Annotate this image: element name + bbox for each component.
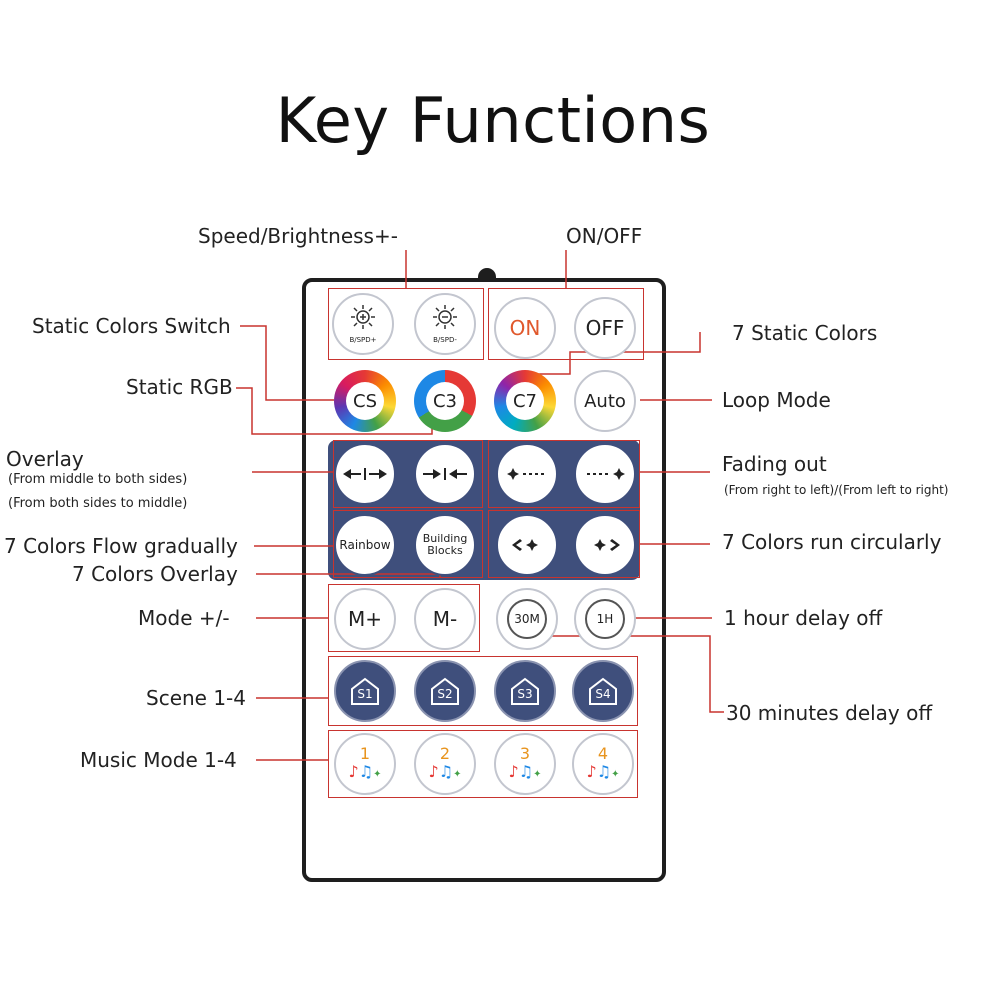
timer-30m-button[interactable]: 30M	[496, 588, 558, 650]
box-fading	[488, 440, 640, 508]
off-button[interactable]: OFF	[574, 297, 636, 359]
box-on-off	[488, 288, 644, 360]
box-speed-brightness	[328, 288, 484, 360]
arrows-outward-icon	[343, 468, 387, 480]
house-icon: S1	[350, 676, 380, 706]
brightness-speed-down-button[interactable]: B/SPD-	[414, 293, 476, 355]
box-scene	[328, 656, 638, 726]
timer-30m-label: 30M	[507, 599, 547, 639]
music-notes-icon: ♪♫✦	[428, 761, 462, 781]
label-fading-out-sub: (From right to left)/(From left to right…	[724, 483, 949, 497]
label-loop-mode: Loop Mode	[722, 388, 831, 412]
house-icon: S4	[588, 676, 618, 706]
music-notes-icon: ♪♫✦	[348, 761, 382, 781]
box-music	[328, 730, 638, 798]
scene-1-button[interactable]: S1	[334, 660, 396, 722]
label-music-mode: Music Mode 1-4	[80, 748, 237, 772]
brightness-speed-up-button[interactable]: B/SPD+	[332, 293, 394, 355]
music-notes-icon: ♪♫✦	[586, 761, 620, 781]
fade-left-icon	[507, 468, 544, 480]
music-2-button[interactable]: 2 ♪♫✦	[414, 733, 476, 795]
label-mode: Mode +/-	[138, 606, 230, 630]
scene-3-label: S3	[517, 687, 533, 701]
overlay-outward-button[interactable]	[334, 443, 396, 505]
rainbow-button[interactable]: Rainbow	[334, 514, 396, 576]
scene-2-label: S2	[437, 687, 453, 701]
label-on-off: ON/OFF	[566, 224, 643, 248]
music-2-label: 2	[439, 743, 451, 763]
label-run-circularly: 7 Colors run circularly	[722, 530, 942, 554]
box-circular	[488, 510, 640, 578]
label-colors-overlay: 7 Colors Overlay	[72, 562, 238, 586]
arrows-inward-icon	[423, 468, 467, 480]
c3-label: C3	[426, 382, 464, 420]
house-icon: S3	[510, 676, 540, 706]
mode-minus-button[interactable]: M-	[414, 588, 476, 650]
chevron-star-left-icon	[512, 539, 538, 551]
label-fading-out: Fading out	[722, 452, 827, 476]
label-speed-brightness: Speed/Brightness+-	[198, 224, 398, 248]
chevron-star-right-icon	[594, 539, 620, 551]
label-seven-static-colors: 7 Static Colors	[732, 321, 878, 345]
overlay-inward-button[interactable]	[414, 443, 476, 505]
music-3-button[interactable]: 3 ♪♫✦	[494, 733, 556, 795]
sun-plus-icon	[351, 305, 375, 329]
mode-plus-button[interactable]: M+	[334, 588, 396, 650]
music-4-button[interactable]: 4 ♪♫✦	[572, 733, 634, 795]
music-3-label: 3	[519, 743, 531, 763]
scene-1-label: S1	[357, 687, 373, 701]
box-overlay	[333, 440, 483, 508]
building-blocks-button[interactable]: Building Blocks	[414, 514, 476, 576]
cs-label: CS	[346, 382, 384, 420]
music-notes-icon: ♪♫✦	[508, 761, 542, 781]
label-overlay: Overlay	[6, 447, 84, 471]
music-1-button[interactable]: 1 ♪♫✦	[334, 733, 396, 795]
box-mode	[328, 584, 480, 652]
c7-label: C7	[506, 382, 544, 420]
box-flow	[333, 510, 483, 578]
label-static-rgb: Static RGB	[126, 375, 233, 399]
timer-1h-label: 1H	[585, 599, 625, 639]
music-1-label: 1	[359, 743, 371, 763]
bspd-minus-label: B/SPD-	[433, 336, 457, 344]
label-overlay-sub1: (From middle to both sides)	[8, 472, 188, 487]
music-4-label: 4	[597, 743, 609, 763]
page-title: Key Functions	[275, 84, 711, 157]
label-static-colors-switch: Static Colors Switch	[32, 314, 231, 338]
fade-right-icon	[587, 468, 625, 480]
timer-1h-button[interactable]: 1H	[574, 588, 636, 650]
run-circular-right-button[interactable]	[574, 514, 636, 576]
label-overlay-sub2: (From both sides to middle)	[8, 496, 188, 511]
cs-button[interactable]: CS	[334, 370, 396, 432]
scene-4-button[interactable]: S4	[572, 660, 634, 722]
bspd-plus-label: B/SPD+	[349, 336, 377, 344]
label-flow-gradually: 7 Colors Flow gradually	[4, 534, 238, 558]
auto-button[interactable]: Auto	[574, 370, 636, 432]
scene-3-button[interactable]: S3	[494, 660, 556, 722]
fade-right-to-left-button[interactable]	[496, 443, 558, 505]
fade-left-to-right-button[interactable]	[574, 443, 636, 505]
scene-2-button[interactable]: S2	[414, 660, 476, 722]
c7-button[interactable]: C7	[494, 370, 556, 432]
c3-button[interactable]: C3	[414, 370, 476, 432]
label-hour-delay: 1 hour delay off	[724, 606, 883, 630]
run-circular-left-button[interactable]	[496, 514, 558, 576]
house-icon: S2	[430, 676, 460, 706]
scene-4-label: S4	[595, 687, 611, 701]
sun-minus-icon	[433, 305, 457, 329]
on-button[interactable]: ON	[494, 297, 556, 359]
label-scene: Scene 1-4	[146, 686, 246, 710]
label-thirty-delay: 30 minutes delay off	[726, 701, 933, 725]
